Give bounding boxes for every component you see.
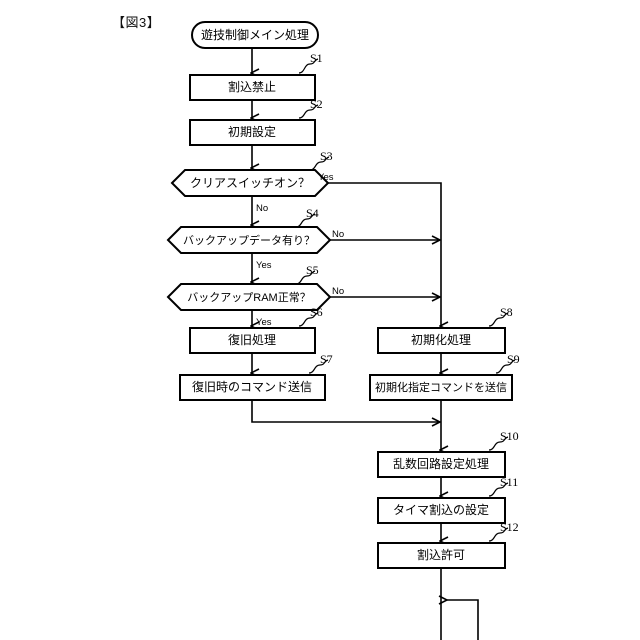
- node-s10[interactable]: [377, 451, 506, 478]
- node-s2-label: 初期設定: [228, 124, 276, 139]
- node-s7-label: 復旧時のコマンド送信: [192, 379, 312, 394]
- node-s12-label: 割込許可: [417, 547, 465, 562]
- leader-s4: [295, 213, 316, 228]
- leader-s7: [308, 359, 329, 374]
- leader-s2: [298, 104, 319, 119]
- leader-s11: [488, 482, 509, 497]
- node-s1-label: 割込禁止: [228, 79, 276, 94]
- leader-s5: [295, 270, 316, 285]
- node-s10-label: 乱数回路設定処理: [393, 456, 489, 471]
- node-s1[interactable]: [189, 74, 316, 101]
- node-s9[interactable]: [369, 374, 513, 401]
- step-label-s9: S9: [507, 352, 520, 366]
- leader-s1: [298, 58, 319, 74]
- node-s12[interactable]: [377, 542, 506, 569]
- branch-label-s5-no: No: [332, 286, 344, 297]
- step-label-s6: S6: [310, 305, 323, 319]
- step-label-s5: S5: [306, 263, 319, 277]
- leader-s8: [488, 312, 509, 327]
- node-s3[interactable]: [170, 169, 330, 197]
- node-s5-label: バックアップRAM正常？: [187, 291, 310, 304]
- node-s6-label: 復旧処理: [228, 332, 276, 347]
- branch-label-s4-yes: Yes: [256, 260, 272, 271]
- branch-label-s3-no: No: [256, 203, 268, 214]
- loop-back-path: [446, 600, 479, 640]
- leader-s6: [298, 312, 319, 327]
- node-s11-label: タイマ割込の設定: [393, 502, 489, 517]
- node-s3-label: クリアスイッチオン？: [190, 176, 310, 190]
- node-s11[interactable]: [377, 497, 506, 524]
- node-s2[interactable]: [189, 119, 316, 146]
- step-label-s4: S4: [306, 206, 319, 220]
- leader-s12: [488, 527, 509, 542]
- node-s6[interactable]: [189, 327, 316, 354]
- node-s4[interactable]: [166, 226, 332, 254]
- leader-s3: [309, 156, 330, 171]
- step-label-s1: S1: [310, 51, 323, 65]
- node-s7[interactable]: [179, 374, 326, 401]
- figure-label: 【図3】: [112, 15, 161, 30]
- connector-s7-to-merge: [251, 400, 439, 422]
- node-start[interactable]: [191, 21, 319, 49]
- node-s8[interactable]: [377, 327, 506, 354]
- step-label-s7: S7: [320, 352, 333, 366]
- step-label-s11: S11: [500, 475, 518, 489]
- node-s8-label: 初期化処理: [411, 333, 471, 347]
- branch-label-s5-yes: Yes: [256, 317, 272, 328]
- node-start-label: 遊技制御メイン処理: [201, 27, 309, 42]
- node-s9-label: 初期化指定コマンドを送信: [375, 380, 507, 394]
- leader-s9: [495, 359, 516, 374]
- step-label-s10: S10: [500, 429, 519, 443]
- branch-label-s3-yes: Yes: [318, 172, 334, 183]
- connector-s3-yes-to-merge: [328, 182, 441, 326]
- step-label-s2: S2: [310, 97, 323, 111]
- node-s4-label: バックアップデータ有り？: [183, 233, 315, 247]
- branch-label-s4-no: No: [332, 229, 344, 240]
- step-label-s8: S8: [500, 305, 513, 319]
- node-s5[interactable]: [166, 283, 332, 311]
- leader-s10: [488, 436, 509, 451]
- step-label-s12: S12: [500, 520, 519, 534]
- step-label-s3: S3: [320, 149, 333, 163]
